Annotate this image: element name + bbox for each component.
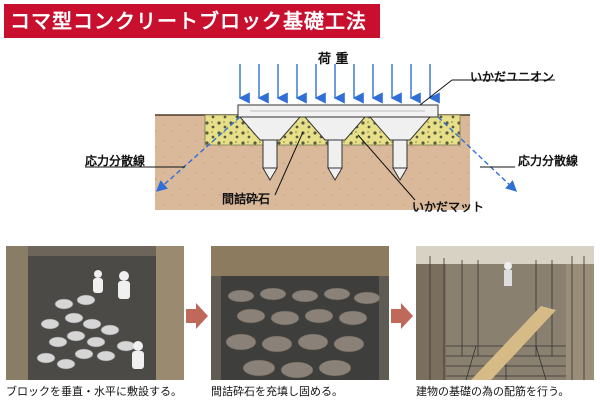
stress-line-right (437, 116, 518, 192)
leader-union (419, 79, 453, 106)
koma-block-1 (238, 116, 302, 181)
koma-block-3 (368, 116, 432, 181)
flow-arrow-2 (391, 303, 413, 333)
step-caption-3: 建物の基礎の為の配筋を行う。 (416, 385, 570, 398)
step-caption-2: 間詰砕石を充填し固める。 (211, 385, 343, 398)
flow-arrow-1 (186, 303, 208, 333)
step-caption-1: ブロックを垂直・水平に敷設する。 (6, 385, 182, 398)
koma-block-2 (303, 116, 367, 181)
gap-stone-label: 間詰砕石 (222, 192, 271, 206)
leader-mat (357, 134, 416, 201)
step-photo-2 (211, 246, 389, 380)
ikada-mat-label: いかだマット (412, 200, 485, 214)
foundation-diagram (0, 40, 600, 215)
stress-line-right-label: 応力分散線 (518, 154, 579, 168)
stress-line-left (155, 116, 241, 192)
ikada-union-label: いかだユニオン (470, 70, 555, 84)
step-photo-1 (6, 246, 184, 380)
leader-gap-stone (274, 131, 304, 196)
load-label: 荷 重 (318, 52, 349, 67)
load-arrows (238, 64, 440, 104)
stress-line-left-label: 応力分散線 (85, 154, 146, 168)
foundation-diagram-svg (85, 64, 555, 210)
step-photo-3 (416, 246, 594, 380)
page-title: コマ型コンクリートブロック基礎工法 (4, 4, 380, 38)
